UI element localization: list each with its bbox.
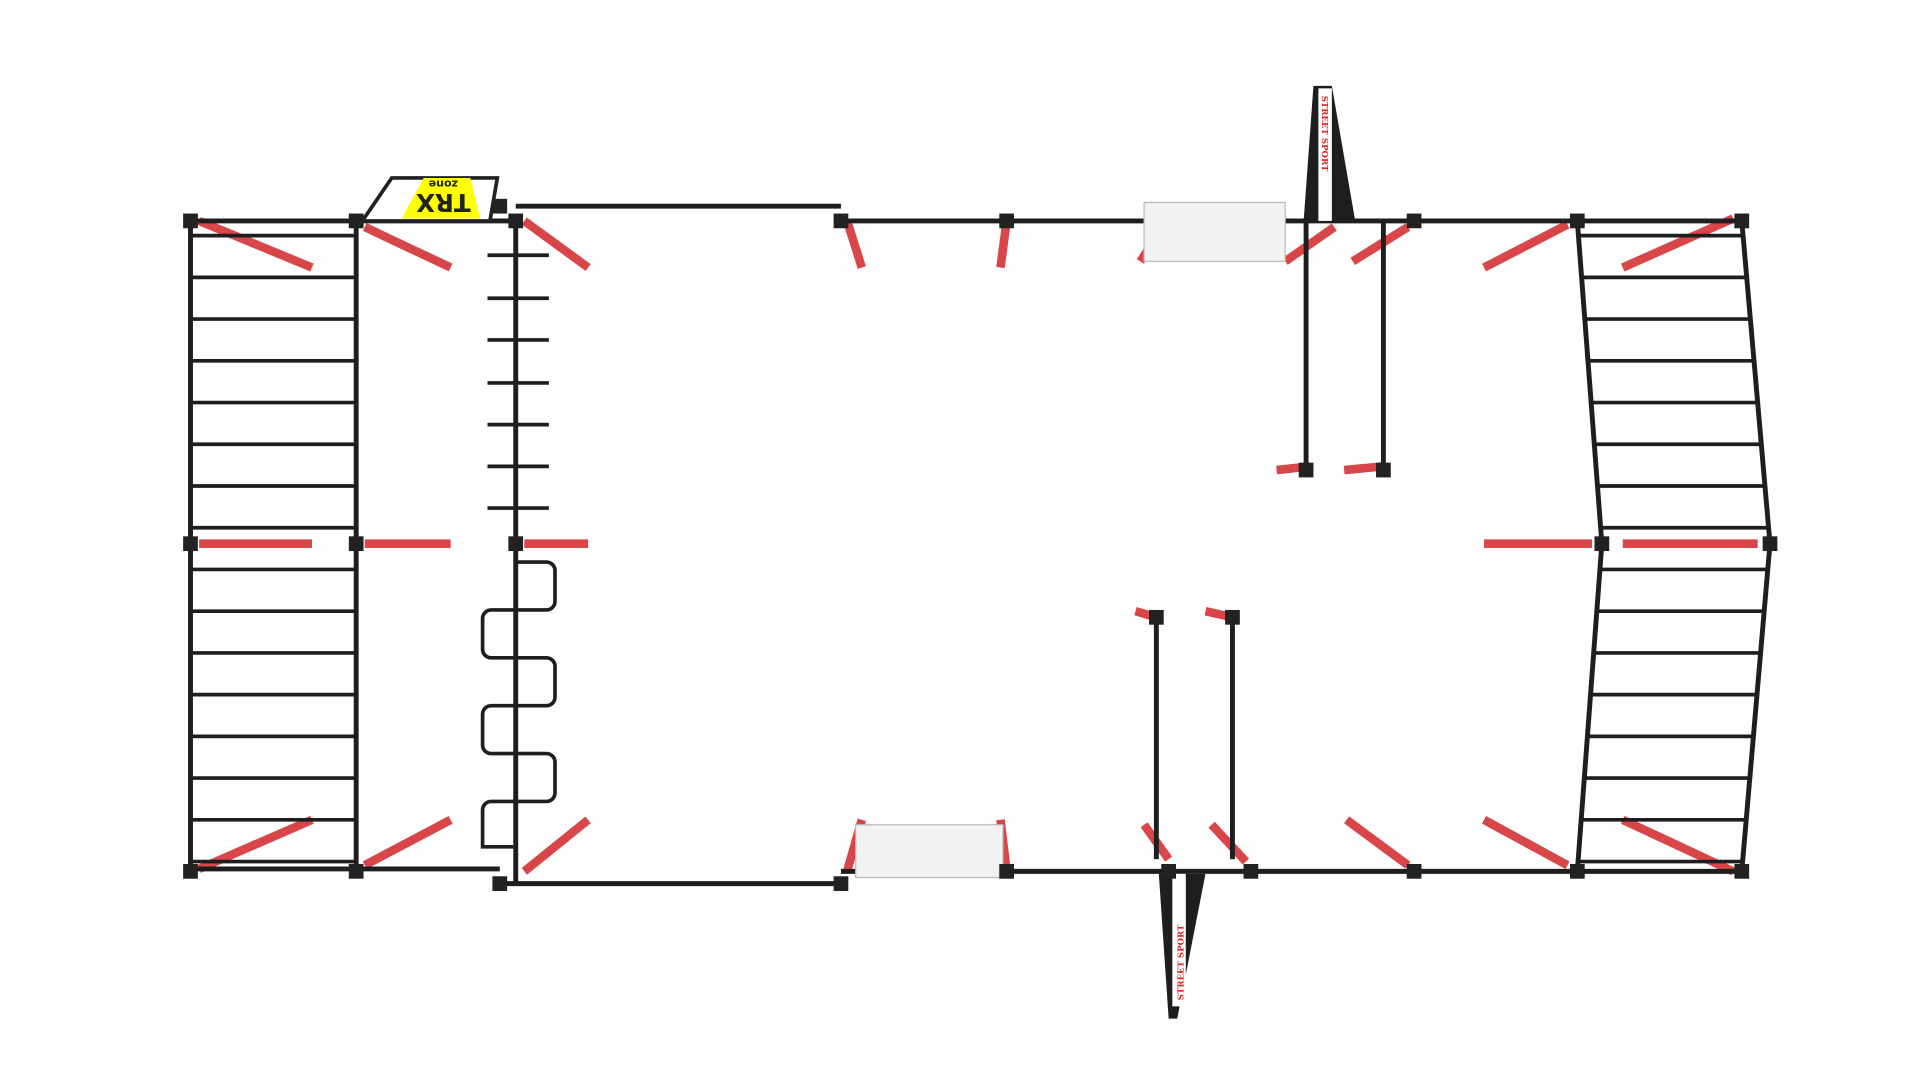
bench-bottom — [855, 824, 1004, 879]
post — [1406, 213, 1422, 229]
red-beam — [1282, 223, 1337, 265]
snake-bar — [480, 560, 557, 849]
banner-top-text: STREET SPORT — [1319, 96, 1329, 172]
post — [1594, 536, 1610, 552]
post — [492, 876, 508, 891]
red-beam — [1482, 220, 1570, 272]
post — [1149, 609, 1164, 625]
post — [348, 864, 364, 879]
post — [1161, 864, 1176, 879]
bench-top — [1143, 201, 1286, 263]
post — [833, 876, 849, 891]
frame-bar — [1739, 220, 1773, 544]
post — [1762, 536, 1778, 552]
trx-sign: TRX zone — [358, 176, 500, 223]
post — [1298, 462, 1314, 478]
post — [183, 536, 198, 552]
trx-zone: zone — [429, 177, 458, 190]
red-beam — [842, 219, 866, 269]
red-beam — [521, 217, 591, 272]
red-beam — [362, 223, 453, 272]
frame-bar — [1574, 220, 1605, 544]
post — [1406, 864, 1422, 879]
red-beam — [1350, 223, 1411, 266]
post — [999, 213, 1014, 229]
post — [833, 213, 849, 229]
red-beam — [1620, 815, 1735, 876]
red-beam — [521, 816, 591, 875]
post — [1734, 213, 1750, 229]
banner-bottom-text: STREET SPORT — [1176, 924, 1186, 1000]
post — [183, 864, 198, 879]
post — [492, 198, 508, 214]
banner-bottom: STREET SPORT — [1158, 873, 1206, 1019]
benches — [855, 201, 1286, 879]
post — [508, 536, 524, 552]
post — [1243, 864, 1259, 879]
post — [1569, 864, 1585, 879]
red-beam — [996, 220, 1011, 269]
trx-brand: TRX — [416, 188, 471, 217]
red-beam — [1481, 816, 1570, 870]
red-beam — [1208, 821, 1250, 865]
red-beams — [197, 214, 1758, 876]
frame-bar — [1574, 543, 1605, 872]
post — [183, 213, 198, 229]
red-beam — [1620, 214, 1735, 272]
post — [1225, 609, 1240, 625]
red-beam — [362, 816, 453, 870]
post — [348, 213, 364, 229]
post — [1376, 462, 1391, 478]
red-beam — [197, 216, 314, 272]
posts — [183, 198, 1778, 891]
frame-bar — [1739, 543, 1773, 872]
post — [348, 536, 364, 552]
post — [508, 213, 524, 229]
post — [1569, 213, 1585, 229]
post — [1734, 864, 1750, 879]
banner-top: STREET SPORT — [1303, 85, 1356, 221]
red-beam — [1344, 816, 1411, 869]
post — [999, 864, 1014, 879]
